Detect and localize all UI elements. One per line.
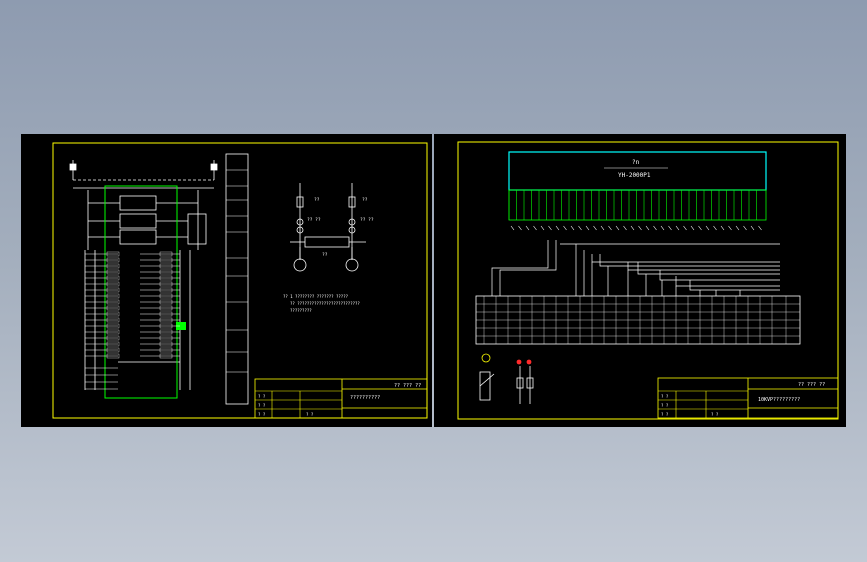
pin-tick [525, 225, 530, 231]
note-line-1: ?? 1 ???????? ??????? ????? [283, 294, 349, 299]
terminal-row [85, 317, 180, 323]
terminal-row [85, 293, 180, 299]
pin-tick [593, 225, 597, 231]
pin-tick [750, 225, 755, 231]
pin-tick [510, 225, 515, 231]
note-line-3: ????????? [290, 308, 312, 313]
left-terminal-highlight [104, 185, 186, 399]
left-title-cell: ? ? [258, 412, 266, 417]
pin-tick [683, 225, 687, 231]
pin-tick [690, 225, 695, 231]
device-header: ?n YH-2000P1 [508, 151, 767, 221]
pin-tick [645, 225, 650, 231]
pin-tick [675, 225, 680, 231]
terminal-row [85, 299, 180, 305]
pin-tick [570, 225, 575, 231]
pin-tick [720, 225, 725, 231]
terminal-row [85, 281, 180, 287]
left-sheet-background [21, 134, 432, 427]
device-model-label: YH-2000P1 [618, 172, 651, 179]
pin-tick [548, 225, 552, 231]
left-title-cell: ? ? [306, 412, 314, 417]
left-title-cell: ? ? [258, 403, 266, 408]
terminal-row [85, 263, 180, 269]
terminal-row [85, 251, 180, 257]
feeder-right-label: ?? [362, 197, 368, 203]
pin-tick [615, 225, 620, 231]
pin-tick [735, 225, 740, 231]
right-drawing-sheet: ?n YH-2000P1 [434, 134, 846, 427]
terminal-row [85, 311, 180, 317]
left-title-cell: ? ? [258, 394, 266, 399]
pin-tick [668, 225, 672, 231]
pin-tick [660, 225, 665, 231]
left-scale-ratio: ?? ??? ?? [394, 383, 421, 389]
pin-tick [743, 225, 747, 231]
note-line-2: ?? ?????????????????????????? [290, 301, 360, 306]
right-title-block: ?? ??? ?? 10KVP????????? ? ? ? ? ? ? ? ? [657, 377, 839, 419]
indicator-lamps [516, 359, 532, 365]
right-title-cell: ? ? [711, 412, 719, 417]
pin-tick [608, 225, 612, 231]
left-title-block: ?? ??? ?? ?????????? ? ? ? ? ? ? ? ? [254, 378, 428, 419]
terminal-row [85, 335, 180, 341]
terminal-row [85, 305, 180, 311]
left-sheet-frame [52, 142, 428, 419]
feeder-left-label: ?? [314, 197, 320, 203]
pin-tick [585, 225, 590, 231]
left-schematic [69, 160, 218, 390]
pin-tick [638, 225, 642, 231]
pin-tick [758, 225, 762, 231]
terminal-row [85, 353, 180, 359]
left-terminal-rows [85, 251, 180, 390]
pin-tick [623, 225, 627, 231]
terminal-row [85, 275, 180, 281]
terminal-row [85, 269, 180, 275]
ct-diagram-labels: ?? ?? ?? ?? ?? ?? ?? [307, 197, 374, 258]
pin-tick [540, 225, 545, 231]
terminal-row [85, 347, 180, 353]
right-title-cell: ? ? [661, 394, 669, 399]
pin-tick [653, 225, 657, 231]
pin-tick [728, 225, 732, 231]
right-drawing-title: 10KVP????????? [758, 397, 800, 403]
terminal-row [85, 257, 180, 263]
terminal-row [85, 341, 180, 347]
right-title-cell: ? ? [661, 403, 669, 408]
right-title-cell: ? ? [661, 412, 669, 417]
pin-label-row [510, 225, 762, 231]
pin-tick [563, 225, 567, 231]
right-scale-ratio: ?? ??? ?? [798, 382, 825, 388]
left-notes: ?? 1 ???????? ??????? ????? ?? ?????????… [283, 294, 360, 313]
right-sheet-frame [457, 141, 839, 420]
right-terminal-table [475, 295, 801, 345]
ct-left-label: ?? ?? [307, 217, 321, 223]
pin-tick [705, 225, 710, 231]
pin-tick [698, 225, 702, 231]
pin-tick [518, 225, 522, 231]
pin-tick [533, 225, 537, 231]
terminal-row [85, 287, 180, 293]
left-drawing-sheet: ?? ?? ?? ?? ?? ?? ?? ?? 1 ???????? ?????… [21, 134, 432, 427]
terminal-row [85, 323, 180, 329]
pin-tick [578, 225, 582, 231]
ct-right-label: ?? ?? [360, 217, 374, 223]
right-wiring [491, 240, 780, 296]
ct-diagram [290, 183, 366, 272]
left-label-column [225, 153, 249, 405]
switch-symbols [479, 353, 534, 404]
left-drawing-title: ?????????? [350, 395, 380, 401]
pin-tick [600, 225, 605, 231]
pin-tick [555, 225, 560, 231]
terminal-row [85, 329, 180, 335]
bus-label: ?? [322, 252, 328, 258]
pin-tick [630, 225, 635, 231]
pin-tick [713, 225, 717, 231]
device-header-line1: ?n [632, 159, 640, 166]
